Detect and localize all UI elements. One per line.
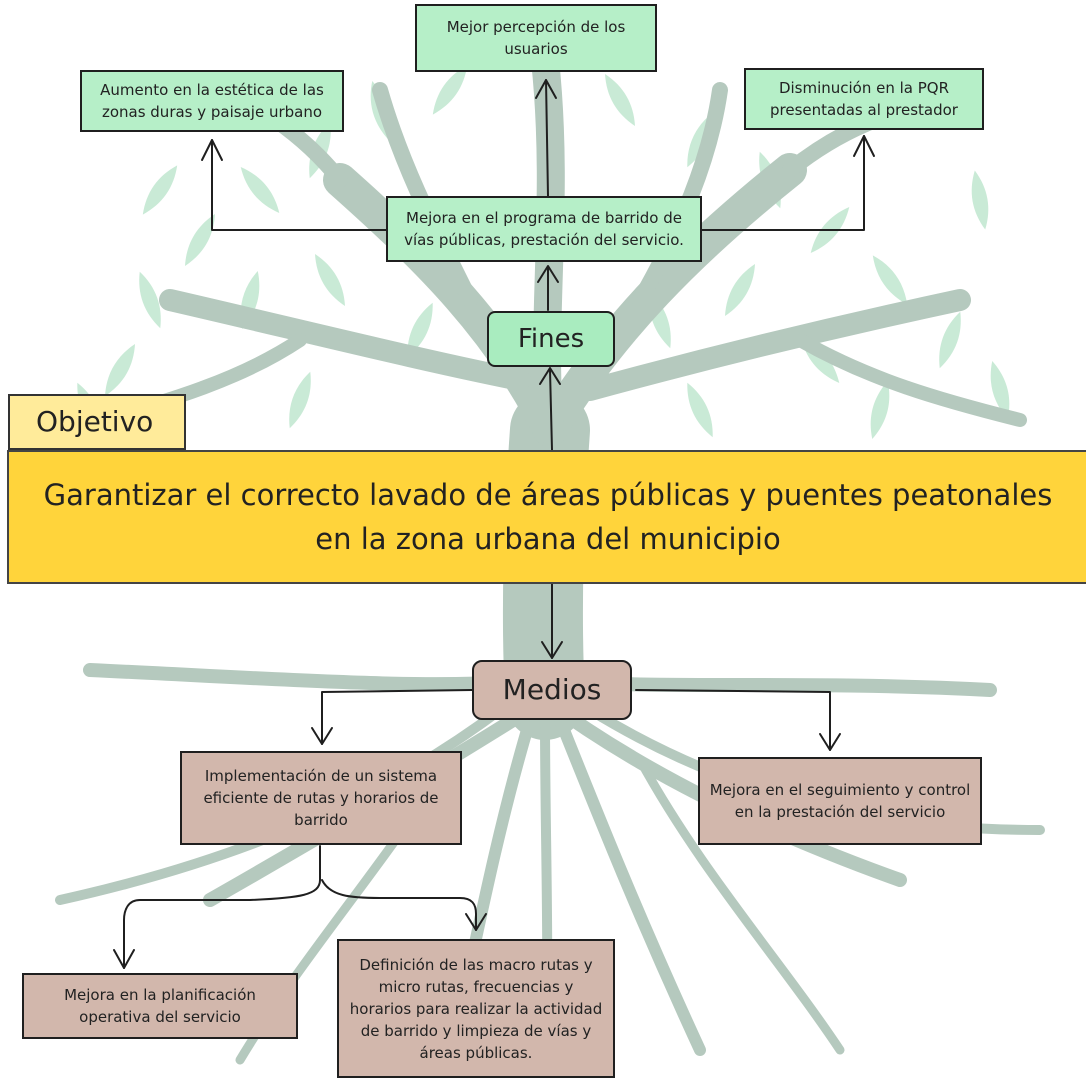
fin-estetica: Aumento en la estética de las zonas dura… — [80, 70, 344, 132]
fin-programa-barrido-text: Mejora en el programa de barrido de vías… — [404, 209, 684, 249]
medios-label: Medios — [472, 660, 632, 720]
fines-label-text: Fines — [517, 324, 585, 354]
medio-implementacion-text: Implementación de un sistema eficiente d… — [203, 767, 439, 829]
fin-mejor-percepcion-text: Mejor percepción de los usuarios — [446, 18, 626, 58]
fin-mejor-percepcion: Mejor percepción de los usuarios — [415, 4, 657, 72]
objetivo-label-text: Objetivo — [36, 405, 154, 438]
medio-seguimiento: Mejora en el seguimiento y control en la… — [698, 757, 982, 845]
objetivo-main-text: Garantizar el correcto lavado de áreas p… — [43, 478, 1053, 556]
medio-planificacion: Mejora en la planificación operativa del… — [22, 973, 298, 1039]
medios-label-text: Medios — [502, 673, 602, 706]
medio-seguimiento-text: Mejora en el seguimiento y control en la… — [709, 781, 971, 821]
medio-definicion-text: Definición de las macro rutas y micro ru… — [349, 955, 603, 1062]
fin-estetica-text: Aumento en la estética de las zonas dura… — [100, 81, 324, 121]
fin-pqr: Disminución en la PQR presentadas al pre… — [744, 68, 984, 130]
medio-definicion: Definición de las macro rutas y micro ru… — [337, 939, 615, 1078]
fines-label: Fines — [487, 311, 615, 367]
medio-planificacion-text: Mejora en la planificación operativa del… — [64, 986, 256, 1026]
medio-implementacion: Implementación de un sistema eficiente d… — [180, 751, 462, 845]
objetivo-main: Garantizar el correcto lavado de áreas p… — [7, 450, 1086, 584]
fin-pqr-text: Disminución en la PQR presentadas al pre… — [770, 79, 958, 119]
fin-programa-barrido: Mejora en el programa de barrido de vías… — [386, 196, 702, 262]
objetivo-label: Objetivo — [8, 394, 186, 450]
